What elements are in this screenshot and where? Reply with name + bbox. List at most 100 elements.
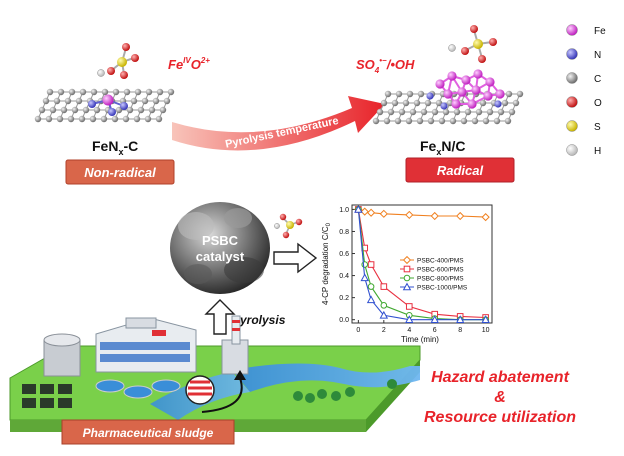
non-radical-label: Non-radical bbox=[84, 165, 156, 180]
carbon-atom bbox=[137, 106, 145, 114]
carbon-atom bbox=[123, 88, 131, 96]
carbon-atom bbox=[60, 106, 68, 114]
carbon-atom bbox=[42, 97, 50, 105]
carbon-atom bbox=[49, 106, 57, 114]
series-3 bbox=[354, 204, 490, 323]
species-so4-oh: SO4•−/•OH bbox=[356, 56, 415, 75]
carbon-atom bbox=[93, 106, 101, 114]
carbon-atom bbox=[144, 115, 152, 123]
legend-label: PSBC-800/PMS bbox=[417, 276, 464, 283]
carbon-atom bbox=[431, 108, 439, 116]
carbon-atom bbox=[82, 106, 90, 114]
n-atom bbox=[440, 102, 448, 110]
legend-atom-label: S bbox=[594, 122, 601, 133]
carbon-atom bbox=[501, 99, 509, 107]
data-point bbox=[456, 211, 465, 221]
x-tick-label: 8 bbox=[458, 327, 462, 334]
data-point bbox=[380, 302, 388, 309]
plot-area bbox=[351, 204, 493, 324]
carbon-atom bbox=[387, 108, 395, 116]
carbon-atom bbox=[504, 117, 512, 125]
carbon-atom bbox=[89, 115, 97, 123]
data-point bbox=[367, 261, 375, 268]
psbc-catalyst: PSBC catalyst bbox=[170, 202, 270, 294]
x-tick-label: 2 bbox=[382, 327, 386, 334]
legend-atom-label: O bbox=[594, 98, 602, 109]
species-feivo2: FeIVO2+ bbox=[168, 56, 210, 72]
material-fenx-c: FeNx-C bbox=[92, 138, 138, 157]
legend-marker bbox=[403, 274, 411, 282]
x-tick-label: 10 bbox=[482, 327, 490, 334]
fe-atom bbox=[485, 77, 495, 87]
legend-atom-label: N bbox=[594, 50, 601, 61]
data-point bbox=[379, 209, 388, 218]
catalyst-label-line2: catalyst bbox=[196, 249, 245, 264]
graphene-sheet-left bbox=[34, 88, 175, 123]
carbon-atom bbox=[435, 99, 443, 107]
carbon-atom bbox=[155, 115, 163, 123]
slogan-line2: & bbox=[494, 389, 506, 406]
data-point bbox=[379, 310, 389, 319]
carbon-atom bbox=[442, 108, 450, 116]
y-tick-label: 0.2 bbox=[339, 295, 349, 302]
carbon-atom bbox=[167, 88, 175, 96]
pyrolysis-arrow: Pyrolysis bbox=[204, 299, 286, 335]
carbon-atom bbox=[372, 117, 380, 125]
carbon-atom bbox=[56, 115, 64, 123]
slogan: Hazard abatement & Resource utilization bbox=[424, 369, 576, 426]
fe-atom bbox=[473, 69, 483, 79]
sludge-label: Pharmaceutical sludge bbox=[83, 426, 214, 440]
carbon-atom bbox=[159, 106, 167, 114]
carbon-atom bbox=[493, 117, 501, 125]
data-point bbox=[455, 315, 465, 323]
legend-label: PSBC-400/PMS bbox=[417, 258, 464, 265]
carbon-atom bbox=[45, 115, 53, 123]
carbon-atom bbox=[111, 115, 119, 123]
y-tick-label: 0.6 bbox=[339, 251, 349, 258]
carbon-atom bbox=[75, 97, 83, 105]
carbon-atom bbox=[376, 108, 384, 116]
carbon-atom bbox=[406, 90, 414, 98]
carbon-atom bbox=[409, 108, 417, 116]
carbon-atom bbox=[79, 88, 87, 96]
legend-atom-c-icon bbox=[566, 72, 578, 84]
data-point bbox=[405, 315, 414, 323]
chart-series bbox=[354, 204, 490, 323]
material-fexn-c: FexN/C bbox=[420, 138, 465, 157]
carbon-atom bbox=[427, 117, 435, 125]
carbon-atom bbox=[383, 117, 391, 125]
carbon-atom bbox=[394, 117, 402, 125]
legend-label: PSBC-1000/PMS bbox=[417, 285, 468, 292]
carbon-atom bbox=[475, 108, 483, 116]
carbon-atom bbox=[68, 88, 76, 96]
sludge-pipes bbox=[185, 375, 215, 405]
carbon-atom bbox=[156, 88, 164, 96]
y-tick-label: 1.0 bbox=[339, 207, 349, 214]
y-axis-label: 4-CP degradation C/C0 bbox=[321, 222, 332, 305]
carbon-atom bbox=[90, 88, 98, 96]
carbon-atom bbox=[482, 117, 490, 125]
carbon-atom bbox=[78, 115, 86, 123]
fe-atom bbox=[495, 89, 505, 99]
non-radical-badge: Non-radical bbox=[65, 159, 175, 185]
carbon-atom bbox=[402, 99, 410, 107]
carbon-atom bbox=[100, 115, 108, 123]
legend-atom-label: C bbox=[594, 74, 601, 85]
fe-atom bbox=[483, 91, 493, 101]
carbon-atom bbox=[133, 115, 141, 123]
carbon-atom bbox=[141, 97, 149, 105]
carbon-atom bbox=[126, 106, 134, 114]
fenx-c-model bbox=[34, 43, 175, 123]
carbon-atom bbox=[424, 99, 432, 107]
legend-atom-label: H bbox=[594, 146, 601, 157]
legend-atom-h-icon bbox=[566, 144, 578, 156]
carbon-atom bbox=[460, 117, 468, 125]
legend-atom-n-icon bbox=[566, 48, 578, 60]
data-point bbox=[354, 204, 363, 213]
carbon-atom bbox=[417, 90, 425, 98]
to-chart-arrow bbox=[273, 242, 318, 274]
data-point bbox=[380, 283, 388, 290]
carbon-atom bbox=[471, 117, 479, 125]
